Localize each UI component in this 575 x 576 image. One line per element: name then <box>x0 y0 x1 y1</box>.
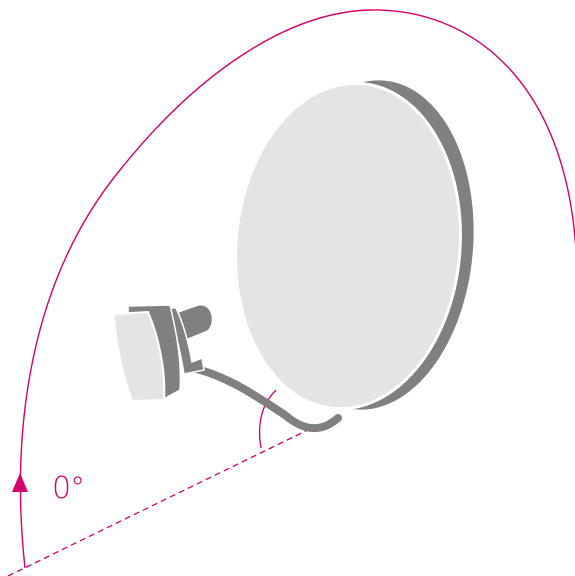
triangle-up-icon <box>12 473 28 492</box>
angle-label: 0° <box>52 471 85 506</box>
elevation-angle-arc <box>258 389 277 449</box>
feed-arm <box>188 364 342 433</box>
lnb-holder-knob <box>177 304 214 342</box>
pointing-direction-dashed-line <box>7 424 319 576</box>
elevation-reference-arc <box>19 9 575 569</box>
dish-face <box>234 81 462 411</box>
lnb-front-cap <box>112 310 166 403</box>
